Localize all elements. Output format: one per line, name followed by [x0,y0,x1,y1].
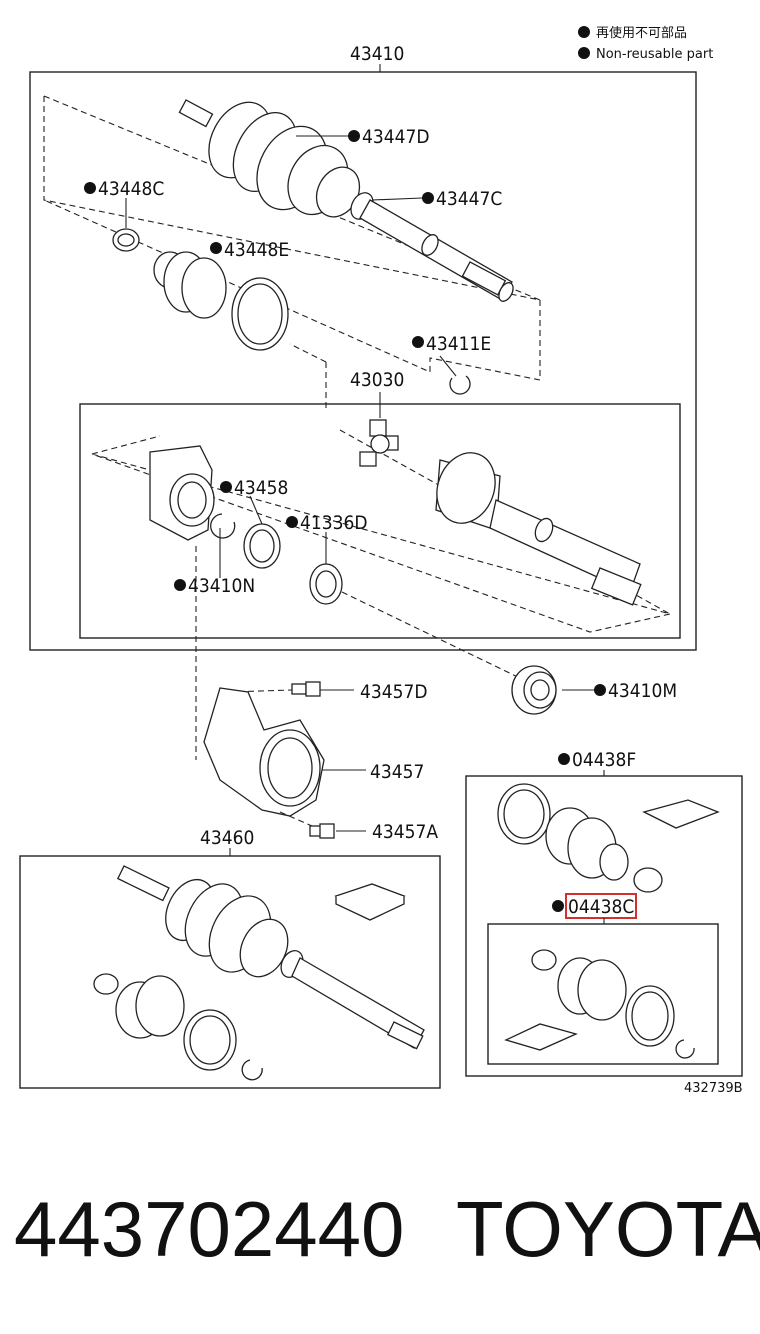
label-41336D[interactable]: 41336D [300,512,368,534]
band-43448E [231,277,289,351]
box-inner-joint [79,403,681,639]
label-43458[interactable]: 43458 [234,477,288,499]
label-04438C[interactable]: 04438C [568,896,634,918]
footer-part-number: 443702440 [14,1185,404,1273]
label-43410N[interactable]: 43410N [188,575,255,597]
nonreusable-dot-43448E [210,242,222,254]
box-04438C [487,923,719,1065]
label-43457[interactable]: 43457 [370,761,424,783]
bearing-43410M [511,665,557,715]
drive-shaft-43460 [116,865,425,1050]
nonreusable-dot-43448C [84,182,96,194]
label-43030[interactable]: 43030 [350,369,404,391]
snap-ring-43410N [210,513,236,539]
bolt-43457A [309,823,335,839]
boot-kit-04438C [504,949,695,1059]
nonreusable-dot-43447D [348,130,360,142]
box-04438F [465,775,743,1077]
boot-kit-04438F [497,783,720,893]
bearing-bracket [149,445,215,541]
box-43410 [29,71,697,651]
nonreusable-dot-43447C [422,192,434,204]
tripod-43030 [359,419,399,467]
dashed-outline-outer-shaft [43,95,541,381]
label-43410[interactable]: 43410 [350,43,404,65]
label-43411E[interactable]: 43411E [426,333,491,355]
legend-jp-text: 再使用不可部品 [596,25,687,41]
seal-41336D [309,563,343,605]
boot-43448E [153,251,227,319]
nonreusable-dot-04438C [552,900,564,912]
seal-43458 [243,523,281,569]
inner-housing-shaft [435,452,642,606]
nonreusable-dot-41336D [286,516,298,528]
highlight-box-04438C [565,893,637,919]
snap-ring-43411E [449,375,471,395]
clamp-43448C [112,228,140,252]
bracket-43457 [203,687,325,817]
nonreusable-dot-43458 [220,481,232,493]
label-04438F[interactable]: 04438F [572,749,636,771]
legend-dot-en [578,47,590,59]
nonreusable-dot-43410N [174,579,186,591]
label-43448E[interactable]: 43448E [224,239,289,261]
label-43447C[interactable]: 43447C [436,188,502,210]
nonreusable-dot-04438F [558,753,570,765]
diagram-code: 432739B [684,1081,743,1096]
label-43447D[interactable]: 43447D [362,126,430,148]
legend-en-text: Non-reusable part [596,47,713,62]
outer-cv-shaft [178,99,514,302]
pack-43460 [334,883,406,921]
label-43448C[interactable]: 43448C [98,178,164,200]
box-43460 [19,855,441,1089]
nonreusable-dot-43411E [412,336,424,348]
legend: 再使用不可部品 Non-reusable part [578,25,713,62]
nonreusable-dot-43410M [594,684,606,696]
bolt-43457D [291,681,321,697]
legend-dot-jp [578,26,590,38]
label-43410M[interactable]: 43410M [608,680,677,702]
label-43457D[interactable]: 43457D [360,681,428,703]
boot-43460 [93,973,263,1081]
label-43457A[interactable]: 43457A [372,821,438,843]
label-43460[interactable]: 43460 [200,827,254,849]
footer-brand: TOYOTA [456,1185,760,1273]
